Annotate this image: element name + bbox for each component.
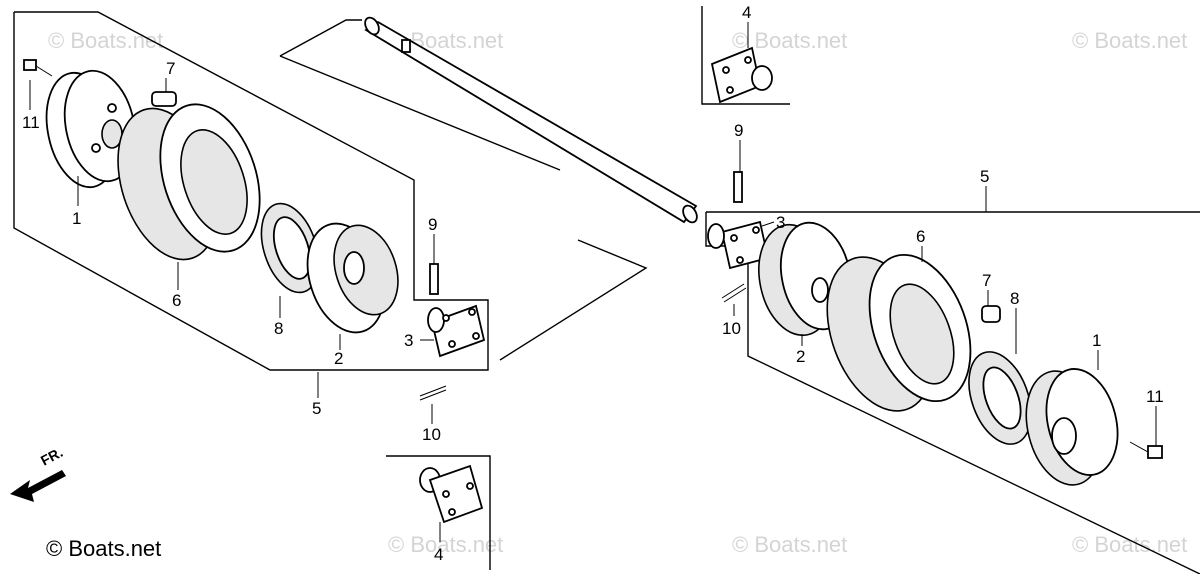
callout-3: 3 — [404, 331, 413, 350]
callout-labels: 7 11 1 6 8 2 3 9 10 5 4 4 9 5 3 6 7 8 10… — [22, 3, 1164, 564]
callout-7: 7 — [166, 59, 175, 78]
callout-4: 4 — [434, 545, 443, 564]
axle-shaft — [364, 16, 698, 224]
right-pin-9 — [733, 171, 743, 203]
watermark: © Boats.net — [388, 532, 503, 557]
lower-hub-4 — [419, 464, 484, 524]
callout-10: 10 — [722, 319, 741, 338]
watermark: © Boats.net — [1072, 28, 1187, 53]
left-brake-drum-2 — [306, 222, 399, 334]
callout-6: 6 — [172, 291, 181, 310]
left-pin-9 — [429, 263, 439, 295]
left-assembly-outline — [13, 11, 489, 371]
callout-2: 2 — [334, 349, 343, 368]
callout-2: 2 — [796, 347, 805, 366]
callout-9: 9 — [428, 215, 437, 234]
callout-8: 8 — [274, 319, 283, 338]
callout-8: 8 — [1010, 289, 1019, 308]
left-cotter-10 — [419, 385, 447, 401]
callout-3: 3 — [776, 213, 785, 232]
left-hub-flange-3 — [427, 304, 486, 358]
copyright-notice: © Boats.net — [46, 536, 162, 561]
callout-9: 9 — [734, 121, 743, 140]
right-valve-7 — [981, 305, 1001, 323]
watermark: © Boats.net — [48, 28, 163, 53]
callout-1: 1 — [72, 209, 81, 228]
callout-5: 5 — [312, 399, 321, 418]
hub-inset-frames — [386, 6, 790, 570]
right-bolt-11 — [1129, 441, 1163, 459]
callout-5: 5 — [980, 167, 989, 186]
axle-guide-lines — [279, 19, 648, 361]
right-cotter-10 — [721, 283, 747, 303]
callout-10: 10 — [422, 425, 441, 444]
watermark-group: © Boats.net © Boats.net © Boats.net © Bo… — [48, 28, 1187, 557]
leader-lines — [29, 22, 1157, 542]
left-valve-7 — [151, 91, 177, 107]
callout-7: 7 — [982, 271, 991, 290]
left-tire-6 — [117, 103, 261, 261]
callout-11: 11 — [22, 113, 40, 132]
callout-11: 11 — [1146, 387, 1164, 406]
callout-4: 4 — [742, 3, 751, 22]
callout-6: 6 — [916, 227, 925, 246]
right-seal-8 — [968, 351, 1032, 445]
callout-1: 1 — [1092, 331, 1101, 350]
right-hub-flange-3 — [707, 220, 770, 270]
watermark: © Boats.net — [1072, 532, 1187, 557]
watermark: © Boats.net — [732, 532, 847, 557]
right-tire-6 — [826, 253, 972, 412]
front-direction-arrow: FR. — [10, 444, 66, 502]
right-wheel-hub-1 — [1025, 368, 1119, 486]
front-label: FR. — [38, 444, 65, 469]
left-bolt-11 — [23, 59, 53, 77]
upper-hub-4 — [710, 46, 773, 104]
